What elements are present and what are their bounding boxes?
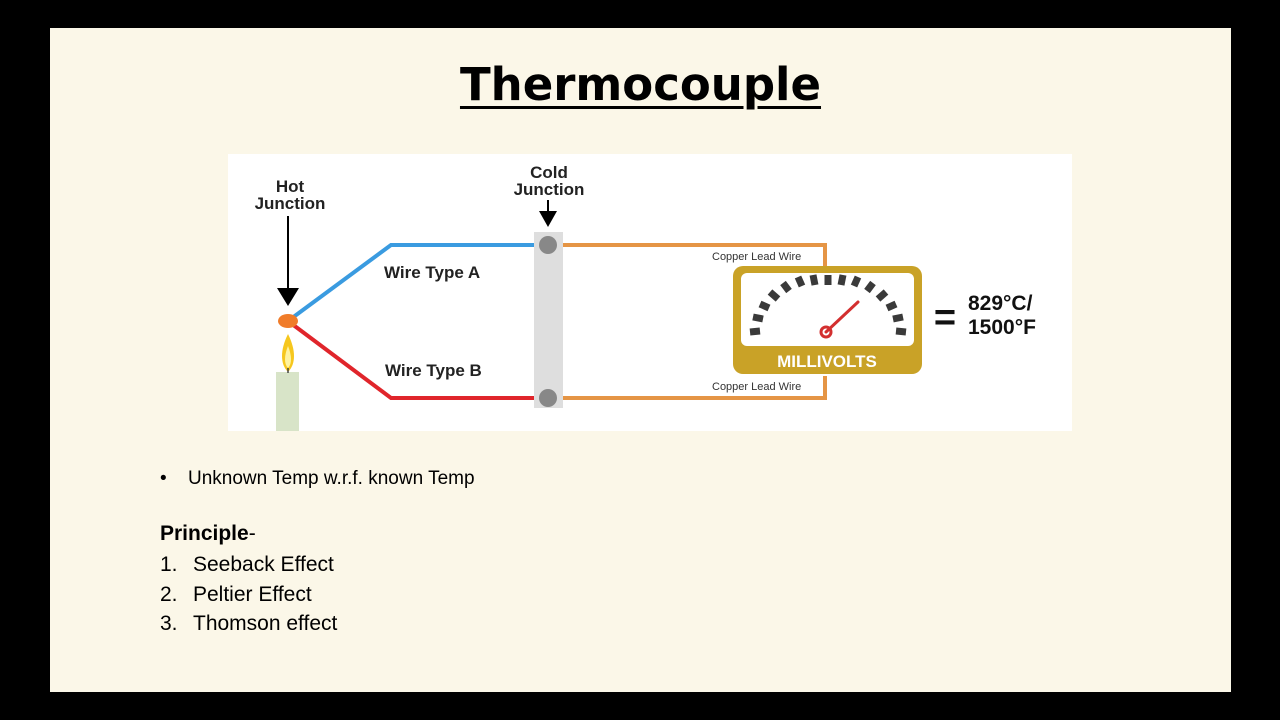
- copper-bottom-label: Copper Lead Wire: [712, 381, 801, 393]
- meter-label: MILLIVOLTS: [777, 352, 877, 371]
- cold-junction-label-line1: Cold: [530, 163, 568, 182]
- effects-list: 1.Seeback Effect 2.Peltier Effect 3.Thom…: [160, 550, 337, 639]
- cold-junction-label-line2: Junction: [514, 180, 585, 199]
- bullet-marker: •: [160, 468, 167, 489]
- reading-line2: 1500°F: [968, 316, 1036, 339]
- principle-heading: Principle-: [160, 522, 256, 546]
- hot-junction-label-line1: Hot: [276, 177, 305, 196]
- thermocouple-diagram: Hot Junction Cold Junction Wire Type A W…: [228, 154, 1072, 431]
- principle-heading-suffix: -: [248, 522, 256, 545]
- copper-top-label: Copper Lead Wire: [712, 251, 801, 263]
- cold-junction-terminal-top: [539, 236, 557, 254]
- wire-a-label: Wire Type A: [384, 263, 480, 282]
- wire-type-b: [286, 319, 548, 400]
- wire-b-label: Wire Type B: [385, 361, 482, 380]
- hot-junction-label-line2: Junction: [255, 194, 326, 213]
- principle-heading-text: Principle: [160, 522, 249, 545]
- reading-line1: 829°C/: [968, 292, 1033, 315]
- hot-junction-dot: [278, 314, 298, 328]
- candle: [276, 372, 299, 431]
- equals-sign: =: [934, 297, 956, 339]
- bullet-text: Unknown Temp w.r.f. known Temp: [188, 468, 475, 489]
- copper-lead-wire-top: [548, 243, 827, 266]
- list-item: 3.Thomson effect: [160, 612, 338, 635]
- millivolt-meter-icon: MILLIVOLTS: [733, 266, 922, 374]
- cold-junction-arrow-icon: [539, 211, 557, 227]
- wire-type-a: [286, 243, 548, 323]
- list-item: 2.Peltier Effect: [160, 582, 312, 606]
- slide: Thermocouple Hot Junction: [50, 28, 1231, 692]
- copper-lead-wire-bottom: [548, 376, 827, 400]
- cold-junction-bar: [534, 232, 563, 408]
- bullet-item: • Unknown Temp w.r.f. known Temp: [160, 468, 475, 490]
- meter-needle: [824, 300, 860, 334]
- slide-title: Thermocouple: [459, 58, 822, 111]
- cold-junction-terminal-bottom: [539, 389, 557, 407]
- list-item: 1.Seeback Effect: [160, 553, 334, 576]
- hot-junction-arrow-icon: [277, 288, 299, 306]
